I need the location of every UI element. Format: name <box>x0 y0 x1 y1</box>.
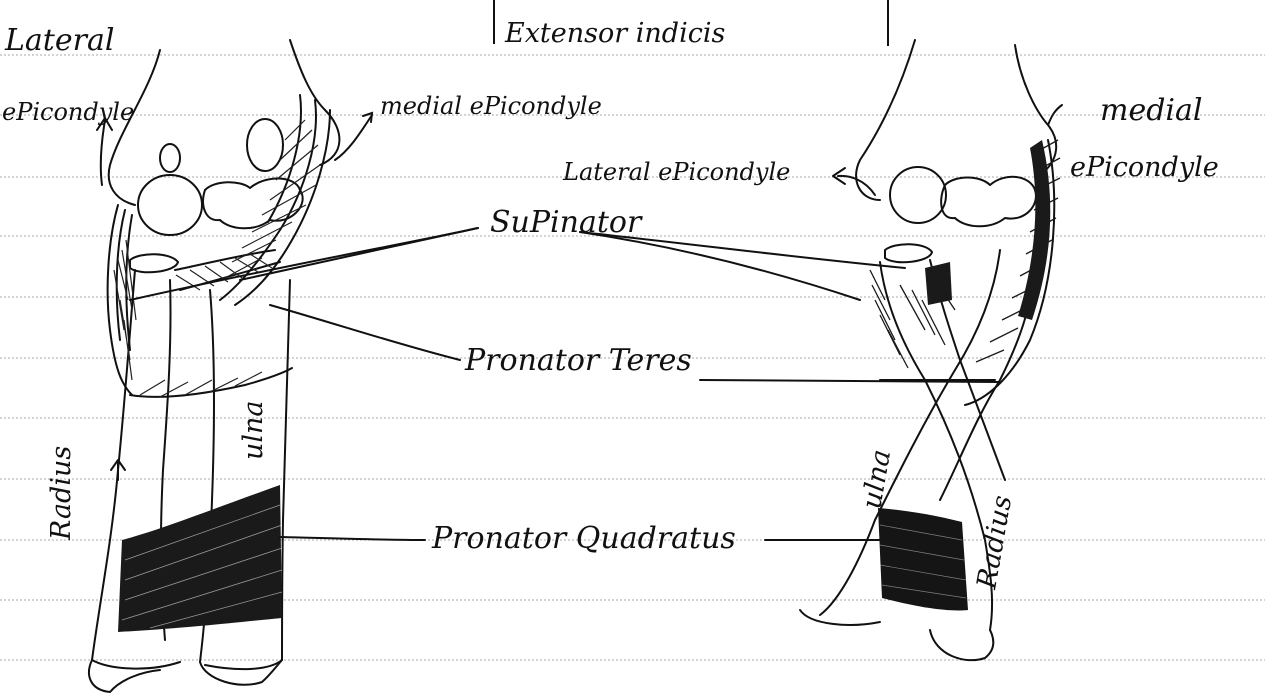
label-right-medial-line2: ePicondyle <box>1070 152 1219 183</box>
right-supinator-patch <box>925 262 952 305</box>
label-pronator-quadratus: Pronator Quadratus <box>431 521 736 556</box>
label-left-lateral-line1: Lateral <box>4 23 114 58</box>
left-pronator-quadratus-muscle <box>118 485 282 632</box>
label-right-radius: Radius <box>971 493 1018 592</box>
left-muscle-hatching <box>114 120 320 397</box>
label-left-ulna: ulna <box>238 400 269 460</box>
label-left-radius: Radius <box>46 446 77 541</box>
label-pronator-teres: Pronator Teres <box>464 343 692 378</box>
label-left-lateral-line2: ePicondyle <box>2 98 134 126</box>
title-label-extensor-indicis: Extensor indicis <box>504 18 725 49</box>
label-left-medial-epicondyle: medial ePicondyle <box>380 92 602 120</box>
label-right-lateral-epicondyle: Lateral ePicondyle <box>562 158 790 186</box>
right-pronator-quadratus-muscle <box>878 508 968 611</box>
label-right-medial-line1: medial <box>1100 93 1202 128</box>
label-supinator: SuPinator <box>490 205 643 240</box>
label-right-ulna: ulna <box>856 447 897 511</box>
